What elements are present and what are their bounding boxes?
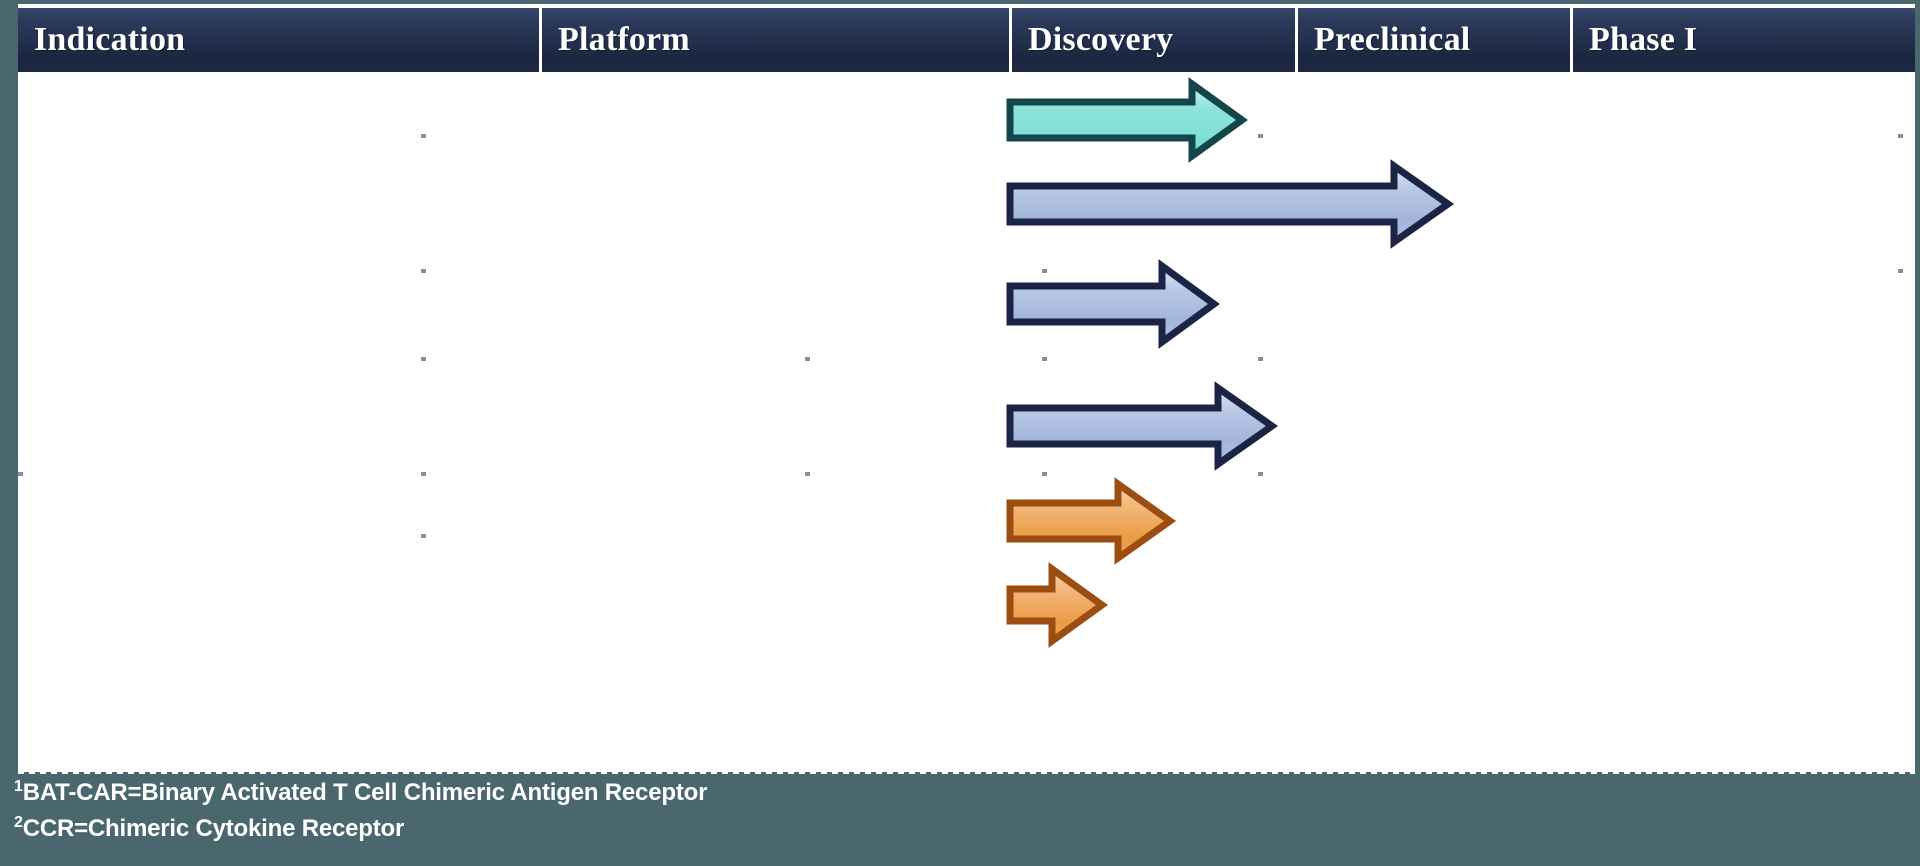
row-separator-mark [1258,134,1263,138]
column-header-discovery-label: Discovery [1028,21,1174,58]
row-separator-mark [1042,472,1047,476]
footnote-divider [18,772,1915,774]
footnote-1: 1BAT-CAR=Binary Activated T Cell Chimeri… [14,778,707,807]
pipeline-table: Indication Platform Discovery Preclinica… [18,4,1915,772]
row-separator-mark [421,534,426,538]
column-header-preclinical-label: Preclinical [1314,21,1471,58]
footnote-area: 1BAT-CAR=Binary Activated T Cell Chimeri… [0,772,1920,866]
row-separator-mark [18,472,23,476]
row-separator-mark [421,472,426,476]
column-header-phase-1-label: Phase I [1589,21,1698,58]
footnote-1-text: BAT-CAR=Binary Activated T Cell Chimeric… [22,779,708,806]
footnote-2: 2CCR=Chimeric Cytokine Receptor [14,814,404,843]
progress-arrow-row-3[interactable] [1006,259,1220,349]
column-header-discovery[interactable]: Discovery [1012,8,1298,72]
progress-arrow-row-4[interactable] [1006,381,1279,471]
row-separator-mark [1042,269,1047,273]
table-body [18,72,1915,772]
footnote-2-text: CCR=Chimeric Cytokine Receptor [22,815,405,842]
row-separator-mark [421,134,426,138]
progress-arrow-row-5[interactable] [1006,477,1177,565]
column-header-platform[interactable]: Platform [542,8,1012,72]
row-separator-mark [1258,472,1263,476]
progress-arrow-row-1[interactable] [1006,77,1248,163]
progress-arrow-row-6[interactable] [1006,562,1110,648]
row-separator-mark [421,269,426,273]
table-header-row: Indication Platform Discovery Preclinica… [18,8,1915,72]
row-separator-mark [1042,357,1047,361]
footnote-1-marker: 1 [14,778,23,795]
column-header-platform-label: Platform [558,21,690,58]
column-header-preclinical[interactable]: Preclinical [1298,8,1573,72]
row-separator-mark [1898,134,1903,138]
row-separator-mark [421,357,426,361]
column-header-indication-label: Indication [34,21,186,58]
column-header-indication[interactable]: Indication [18,8,542,72]
row-separator-mark [1258,357,1263,361]
row-separator-mark [805,357,810,361]
column-header-phase-1[interactable]: Phase I [1573,8,1915,72]
footnote-2-marker: 2 [14,814,23,831]
row-separator-mark [1898,269,1903,273]
progress-arrow-row-2[interactable] [1006,159,1455,249]
row-separator-mark [805,472,810,476]
